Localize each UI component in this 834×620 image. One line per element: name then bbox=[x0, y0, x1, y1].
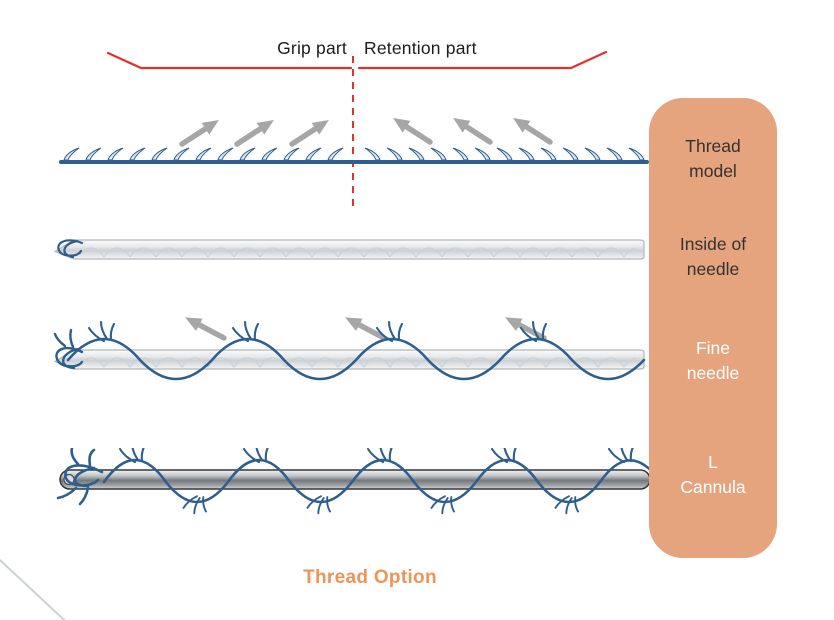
inside-needle-illustration bbox=[54, 232, 645, 262]
grip-direction-arrows bbox=[178, 114, 333, 150]
spiral-thread bbox=[66, 337, 646, 381]
inner-thread-coil bbox=[80, 232, 636, 262]
thread-model-illustration bbox=[59, 96, 649, 164]
legend-line: Cannula bbox=[680, 477, 746, 498]
legend-line: needle bbox=[686, 259, 740, 280]
diagram-caption: Thread Option bbox=[303, 567, 437, 588]
arrow-icon bbox=[389, 112, 434, 148]
legend-line: needle bbox=[686, 363, 740, 384]
bracket-right-line bbox=[357, 50, 608, 70]
arrow-icon bbox=[509, 112, 554, 148]
arrow-icon bbox=[342, 311, 387, 344]
l-cannula-illustration bbox=[56, 448, 656, 515]
legend-item-inside-of-needle: Inside of needle bbox=[649, 232, 777, 283]
thread-barbs bbox=[63, 147, 645, 161]
arrow-icon bbox=[449, 112, 494, 148]
bracket-left-line bbox=[106, 51, 353, 70]
fine-needle-illustration bbox=[53, 310, 646, 381]
legend-item-l-cannula: L Cannula bbox=[649, 450, 777, 501]
legend-line: Inside of bbox=[679, 234, 747, 254]
retention-part-label: Retention part bbox=[364, 38, 477, 58]
thread-tip-knot bbox=[56, 448, 104, 506]
legend-line: model bbox=[689, 161, 737, 182]
decorative-corner-line bbox=[0, 548, 75, 620]
thread-tip-curl bbox=[57, 239, 84, 259]
spiral-thread-barbs-bottom bbox=[182, 495, 579, 515]
legend-item-fine-needle: Fine needle bbox=[649, 336, 777, 387]
spiral-thread-barbs bbox=[87, 320, 548, 343]
retention-direction-arrows bbox=[389, 112, 554, 148]
legend-panel: Thread model Inside of needle Fine needl… bbox=[649, 98, 777, 558]
grip-retention-divider-dashed-line bbox=[352, 56, 354, 206]
arrow-icon bbox=[178, 114, 223, 150]
grip-part-label: Grip part bbox=[277, 38, 347, 58]
legend-line: L bbox=[708, 452, 718, 472]
legend-line: Thread bbox=[685, 136, 741, 156]
pull-direction-arrows bbox=[182, 311, 547, 344]
legend-item-thread-model: Thread model bbox=[649, 134, 777, 185]
arrow-icon bbox=[233, 114, 278, 150]
legend-line: Fine bbox=[695, 338, 731, 358]
thread-tip-knot bbox=[53, 328, 84, 370]
grip-retention-bracket bbox=[106, 50, 608, 70]
arrow-icon bbox=[288, 114, 333, 150]
arrow-icon bbox=[182, 311, 227, 344]
